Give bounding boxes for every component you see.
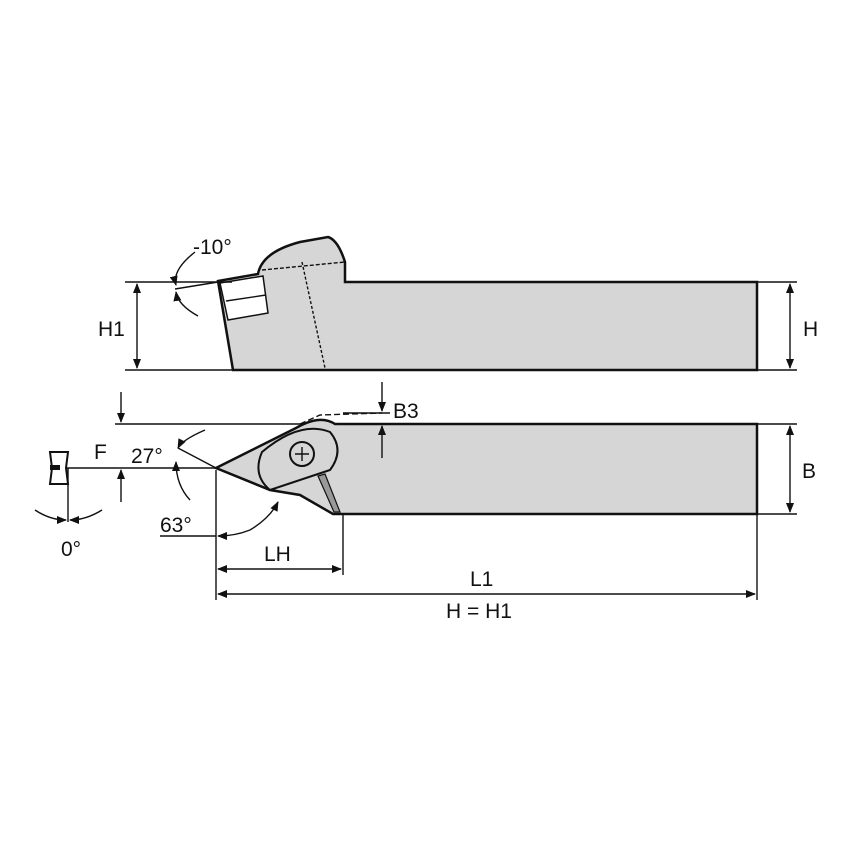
f-label: F xyxy=(94,441,107,464)
b3-label: B3 xyxy=(393,400,419,423)
insert-line xyxy=(225,294,267,302)
side-view-body xyxy=(216,235,759,372)
insert-top xyxy=(257,427,339,492)
clamp-line xyxy=(301,261,326,369)
top-view xyxy=(34,382,797,600)
h1-label: H1 xyxy=(98,318,125,341)
h-label: H xyxy=(803,318,818,341)
orientation-icon xyxy=(34,451,103,524)
l1-label: L1 xyxy=(470,568,493,591)
angle-63-label: 63° xyxy=(160,514,192,537)
top-view-body xyxy=(212,418,759,516)
angle-0-label: 0° xyxy=(61,538,81,561)
side-view xyxy=(125,235,797,372)
angle-rake-label: -10° xyxy=(193,236,232,259)
lh-label: LH xyxy=(264,543,291,566)
angle-27-label: 27° xyxy=(131,445,163,468)
chipbreaker-line xyxy=(261,261,346,271)
b-label: B xyxy=(802,460,816,483)
h-equals-h1-label: H = H1 xyxy=(446,600,512,623)
clamp-screw-icon xyxy=(289,441,315,467)
